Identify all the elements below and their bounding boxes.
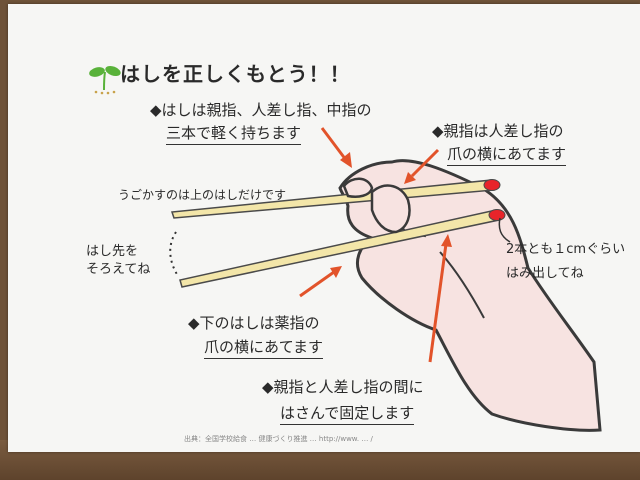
tip-protrude-line1: 2本とも１cmぐらい bbox=[506, 242, 626, 257]
thumb bbox=[370, 184, 411, 234]
tip-align-tips-line1: はし先を bbox=[86, 244, 139, 259]
tip-thumb-line2: 爪の横にあてます bbox=[447, 143, 566, 166]
tip-ring-finger-line1: ◆下のはしは薬指の bbox=[188, 314, 320, 332]
tip-fix-line1: ◆親指と人差し指の間に bbox=[262, 378, 424, 396]
tip-alignment-mark bbox=[169, 231, 179, 277]
protrusion-pointer bbox=[498, 217, 511, 243]
lower-chopstick bbox=[179, 209, 506, 288]
tip-thumb-line1: ◆親指は人差し指の bbox=[432, 122, 564, 140]
tip-three-fingers-line2: 三本で軽く持ちます bbox=[166, 122, 302, 145]
tip-ring-finger-line2: 爪の横にあてます bbox=[204, 336, 323, 359]
tip-protrude-line2: はみ出してね bbox=[506, 266, 584, 281]
tip-move-upper: うごかすのは上のはしだけです bbox=[118, 188, 287, 202]
tip-fix-line2: はさんで固定します bbox=[280, 402, 415, 425]
index-fingertip bbox=[342, 177, 374, 198]
pointer-arrows bbox=[299, 127, 452, 363]
poster-title: はしを正しくもとう！！ bbox=[120, 62, 351, 86]
tip-align-tips-line2: そろえてね bbox=[86, 262, 151, 277]
poster-footer: 出典：全国学校給食 … 健康づくり推進 … http://www. … / bbox=[184, 435, 373, 443]
sprout-icon bbox=[89, 65, 121, 95]
tip-three-fingers-line1: ◆はしは親指、人差し指、中指の bbox=[150, 101, 372, 119]
